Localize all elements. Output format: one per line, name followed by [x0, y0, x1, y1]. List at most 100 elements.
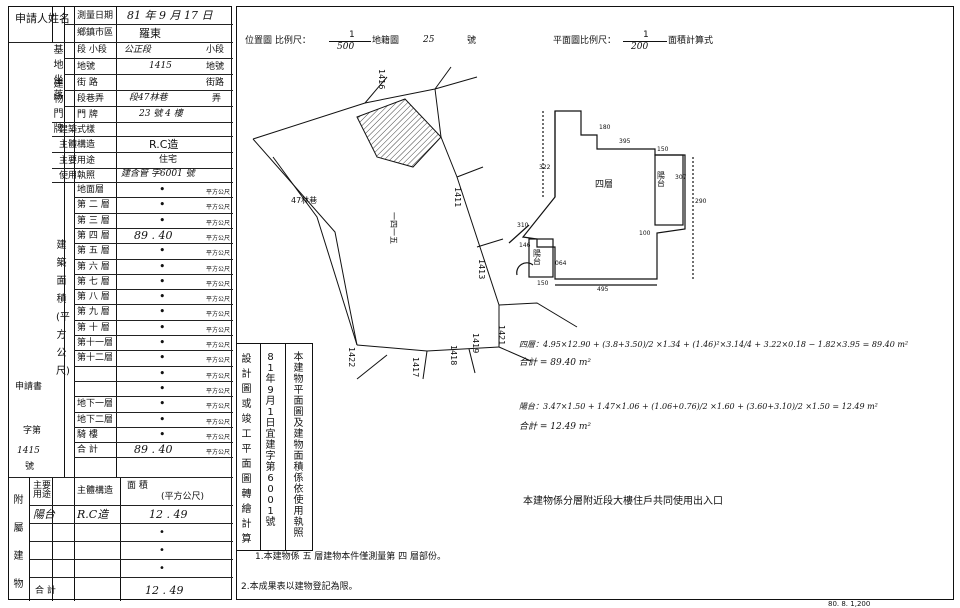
annex-area-label: 面 積	[127, 481, 148, 491]
floor-area-value: •	[159, 198, 166, 212]
floor-area-unit: 平方公尺	[206, 219, 231, 227]
floor-area-value: •	[159, 213, 166, 227]
svg-text:495: 495	[597, 286, 609, 293]
location-label: 基地坐落	[53, 45, 64, 101]
svg-text:146: 146	[519, 242, 531, 249]
floor-label: 第 九 層	[77, 307, 110, 318]
svg-text:064: 064	[555, 260, 567, 267]
location-scale-num: 1	[349, 30, 355, 40]
street-suffix: 街路	[206, 78, 225, 88]
svg-text:395: 395	[619, 138, 631, 145]
location-map	[252, 66, 578, 380]
statement-date: 81年9月1日 宜建字第6001號	[265, 352, 276, 528]
neighbor-7: 1421	[497, 325, 506, 345]
floor-plan-labels: 四層 陽台 陽台 180 395 322 150 307 290 495 100…	[517, 124, 707, 293]
plan-room-label: 四層	[595, 179, 613, 190]
note-1: 1.本建物係 五 層建物本件僅測量第 四 層部份。	[255, 552, 447, 562]
statement-title: 本建物平面圖及建物面積係依使用執照	[293, 352, 304, 539]
floor-label: 地下二層	[77, 414, 114, 425]
floor-area-unit: 平方公尺	[206, 250, 231, 258]
svg-text:307: 307	[675, 174, 687, 181]
use-label: 主要用途	[59, 156, 96, 166]
floor-label: 第 五 層	[77, 246, 110, 257]
annex-row-use: 陽台	[33, 508, 55, 521]
svg-text:150: 150	[537, 280, 549, 287]
statement-box: 本建物平面圖及建物面積係依使用執照 81年9月1日 宜建字第6001號 設計圖或…	[237, 343, 313, 551]
sheet-label: 地籍圖	[372, 36, 400, 46]
statement-tail: 設計圖或竣工平面圖轉繪計算	[241, 354, 252, 545]
floor-area-value: 89 . 40	[134, 228, 173, 242]
lane-label: 段巷弄	[77, 94, 105, 104]
survey-date-value: 81 年 9 月 17 日	[127, 9, 213, 22]
floor-label: 第 三 層	[77, 215, 110, 226]
floor-area-value: •	[159, 366, 166, 380]
left-form-panel: 申請人姓名 測量日期 81 年 9 月 17 日 基地坐落 鄉鎮市區 羅東 段 …	[8, 6, 233, 601]
annex-area-unit: (平方公尺)	[161, 492, 205, 502]
right-drawing-panel: 位置圖 比例尺： 1 500 地籍圖 25 號 平面圖比例尺： 1 200 面積…	[236, 6, 954, 600]
section-suffix: 小段	[206, 45, 225, 55]
floor-area-unit: 平方公尺	[206, 357, 231, 365]
neighbor-5: 1418	[449, 345, 458, 365]
neighbor-4: 1417	[411, 357, 420, 377]
floor-label: 騎 樓	[77, 429, 98, 440]
floor-area-unit: 平方公尺	[206, 280, 231, 288]
annex-total-area: 12 . 49	[145, 584, 184, 597]
floor-label: 第 四 層	[77, 230, 110, 241]
footer-code: 80. 8. 1,200	[828, 600, 871, 608]
floor-label: 第 八 層	[77, 292, 110, 303]
floor-label: 第 十 層	[77, 322, 110, 333]
plan-balcony-left: 陽台	[533, 249, 542, 266]
floor-label: 地下一層	[77, 399, 114, 410]
floor-area-value: •	[159, 397, 166, 411]
plan-balcony-right: 陽台	[657, 171, 666, 188]
floor-label: 地面層	[77, 185, 105, 195]
floor-plan-label: 平面圖比例尺：	[553, 36, 617, 46]
map-road-label: 47林巷	[291, 195, 317, 205]
hao-label: 號	[25, 462, 35, 472]
svg-text:290: 290	[695, 198, 707, 205]
svg-text:322: 322	[539, 164, 551, 171]
plan-scale-num: 1	[643, 30, 649, 40]
annex-label: 附屬建物	[13, 495, 24, 590]
section-label: 段 小段	[77, 45, 107, 55]
floor-area-unit: 平方公尺	[206, 342, 231, 349]
neighbor-1: 1411	[453, 187, 462, 207]
lane-suffix: 弄	[212, 94, 222, 104]
floor-area-unit: 平方公尺	[206, 387, 231, 395]
floor-area-value: •	[159, 412, 166, 426]
floor-area-value: •	[159, 320, 166, 334]
floor-area-unit: 平方公尺	[206, 372, 231, 380]
floor-area-value: 89 . 40	[134, 443, 173, 457]
floor-area-value: •	[159, 336, 166, 349]
plan-scale-den: 200	[631, 42, 649, 52]
floor-area-unit: 平方公尺	[206, 326, 231, 334]
annex-row-area: 12 . 49	[149, 508, 188, 521]
svg-text:310: 310	[517, 222, 529, 229]
permit-label: 使用執照	[59, 171, 96, 181]
area-group-label: 建築面積(平方公尺)	[56, 240, 70, 377]
number-label: 門 牌	[77, 110, 98, 120]
location-map-labels: 47林巷 一四一五 1411 1413 1416 1417 1418 1419 …	[291, 69, 506, 377]
floor-area-unit: 平方公尺	[206, 265, 231, 273]
floor-area-unit: 平方公尺	[206, 204, 231, 212]
floor-area-value: •	[159, 259, 166, 273]
section-value: 公正段	[124, 45, 152, 55]
shared-note: 本建物係分層附近段大樓住戶共同使用出入口	[523, 496, 723, 507]
floor-area-unit: 平方公尺	[206, 311, 231, 319]
floor-plan	[508, 110, 694, 286]
floor-label: 第 六 層	[77, 261, 110, 272]
floor-area-unit: 平方公尺	[206, 296, 231, 304]
floor-label: 第 二 層	[77, 200, 110, 211]
district-label: 鄉鎮市區	[77, 28, 114, 38]
calc-line-3: 陽台：3.47×1.50 + 1.47×1.06 + (1.06+0.76)/2…	[519, 402, 878, 411]
sheet-suffix: 號	[467, 36, 477, 46]
note-2: 2.本成果表以建物登記為限。	[241, 582, 358, 592]
neighbor-3: 1416	[377, 69, 386, 89]
floor-area-value: •	[159, 381, 166, 395]
address-label: 建物門牌	[53, 79, 64, 135]
annex-total-label: 合 計	[35, 586, 56, 596]
map-lot-label: 一四一五	[389, 212, 398, 244]
neighbor-8: 1422	[347, 347, 356, 367]
floor-area-unit: 平方公尺	[206, 189, 231, 196]
lot-value: 1415	[149, 61, 172, 71]
